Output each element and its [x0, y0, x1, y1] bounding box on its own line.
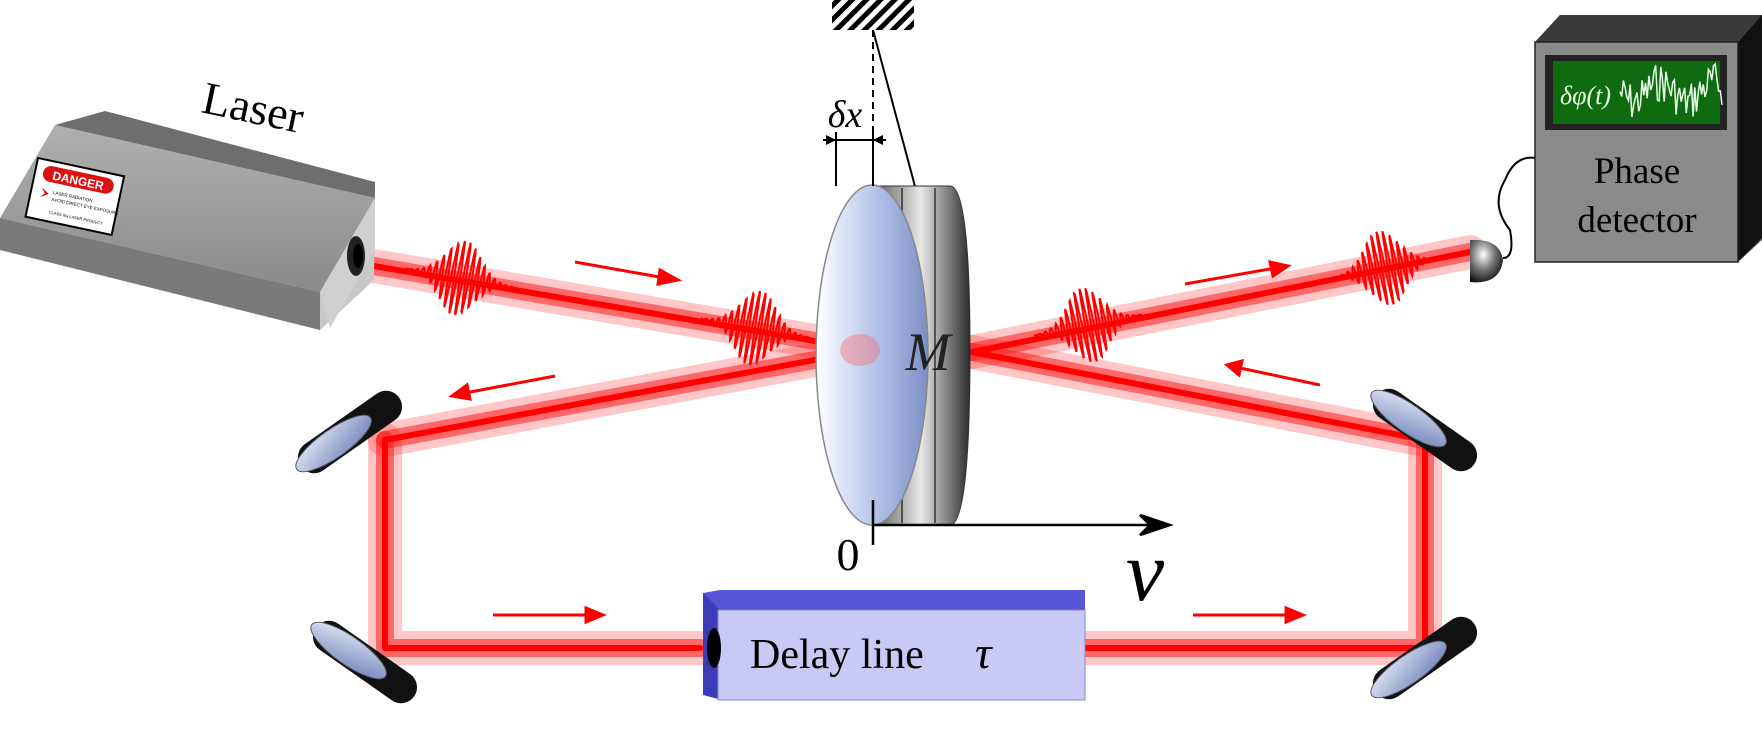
velocity-axis	[871, 500, 1174, 545]
origin-label: 0	[837, 529, 860, 580]
oscilloscope-icon	[1534, 15, 1762, 263]
velocity-label: v	[1126, 523, 1165, 619]
wave-packets	[405, 230, 1440, 366]
fixed-mirror-icon	[295, 390, 403, 474]
detector-label: detector	[1577, 200, 1696, 241]
fixed-mirror-icon	[1370, 616, 1478, 700]
phase-label: Phase	[1594, 151, 1680, 192]
danger-sign-icon: DANGER LASER RADIATION AVOID DIRECT EYE …	[24, 156, 126, 237]
photodiode-icon	[1470, 156, 1536, 283]
delay-line-label: Delay line	[750, 632, 924, 678]
direction-arrow-icons	[448, 260, 1321, 625]
laser-box-icon	[0, 111, 375, 330]
wall-hatch-icon	[832, 0, 917, 191]
mirror-label: M	[905, 322, 954, 382]
moving-mirror-icon	[815, 184, 971, 526]
delta-x-label: δx	[828, 94, 863, 136]
fixed-mirror-icon	[1370, 388, 1478, 472]
tau-label: τ	[975, 627, 993, 678]
screen-readout: δφ(t)	[1560, 81, 1611, 110]
delay-box-icon	[703, 590, 1086, 701]
fixed-mirror-icon	[310, 620, 418, 704]
delta-x-marker	[823, 132, 886, 186]
laser-label: Laser	[198, 72, 309, 143]
